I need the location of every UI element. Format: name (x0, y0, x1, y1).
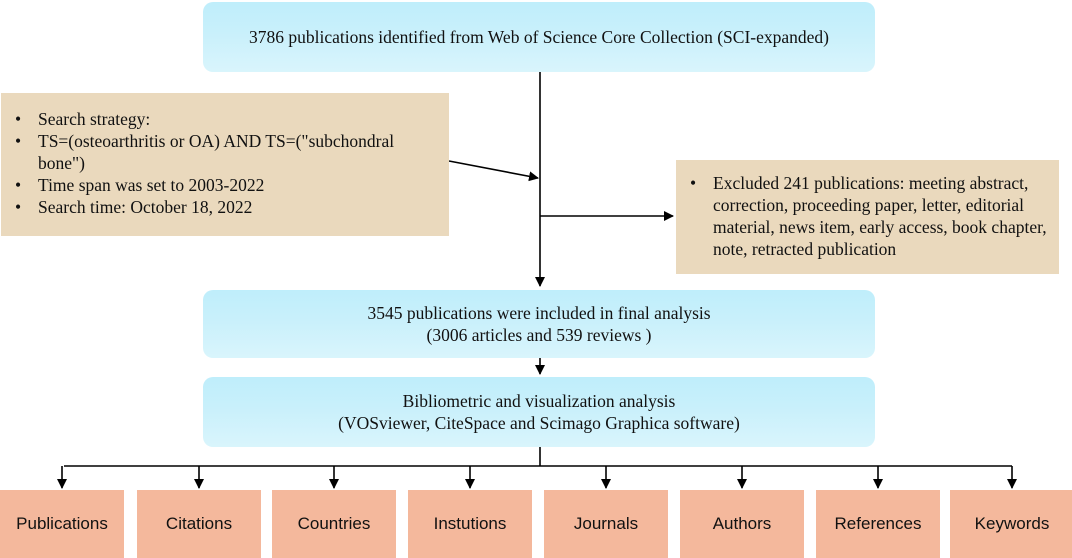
category-label: Citations (165, 514, 233, 533)
identified-publications-box: 3786 publications identified from Web of… (203, 2, 875, 72)
category-label: Countries (297, 514, 371, 533)
bibliometric-analysis-line1: Bibliometric and visualization analysis (402, 391, 676, 411)
category-box-instutions: Instutions (408, 490, 532, 558)
search-query-item: TS=(osteoarthritis or OA) AND TS=("subch… (1, 130, 431, 174)
bibliometric-analysis-box: Bibliometric and visualization analysis … (203, 377, 875, 447)
category-box-publications: Publications (0, 490, 124, 558)
category-label: Authors (712, 514, 772, 533)
search-time-item: Search time: October 18, 2022 (1, 196, 431, 218)
search-to-flow-arrow (448, 160, 539, 182)
search-strategy-box: Search strategy: TS=(osteoarthritis or O… (1, 93, 449, 236)
category-box-authors: Authors (680, 490, 804, 558)
category-box-citations: Citations (137, 490, 261, 558)
category-label: Journals (573, 514, 639, 533)
time-span-item: Time span was set to 2003-2022 (1, 174, 431, 196)
excluded-publications-text: Excluded 241 publications: meeting abstr… (676, 172, 1051, 260)
excluded-publications-box: Excluded 241 publications: meeting abstr… (676, 160, 1059, 274)
category-label: References (834, 514, 922, 533)
search-strategy-list: Search strategy: TS=(osteoarthritis or O… (1, 108, 431, 218)
identified-publications-text: 3786 publications identified from Web of… (249, 27, 829, 47)
category-label: Instutions (433, 514, 507, 533)
category-box-references: References (816, 490, 940, 558)
included-publications-box: 3545 publications were included in final… (203, 290, 875, 358)
category-label: Keywords (974, 514, 1050, 533)
search-strategy-item: Search strategy: (1, 108, 431, 130)
included-publications-line1: 3545 publications were included in final… (367, 303, 711, 323)
bibliometric-analysis-line2: (VOSviewer, CiteSpace and Scimago Graphi… (338, 413, 740, 433)
category-box-keywords: Keywords (950, 490, 1072, 558)
included-publications-line2: (3006 articles and 539 reviews ) (426, 325, 652, 345)
category-box-countries: Countries (272, 490, 396, 558)
category-label: Publications (16, 514, 108, 533)
category-box-journals: Journals (544, 490, 668, 558)
excluded-list: Excluded 241 publications: meeting abstr… (676, 172, 1051, 260)
